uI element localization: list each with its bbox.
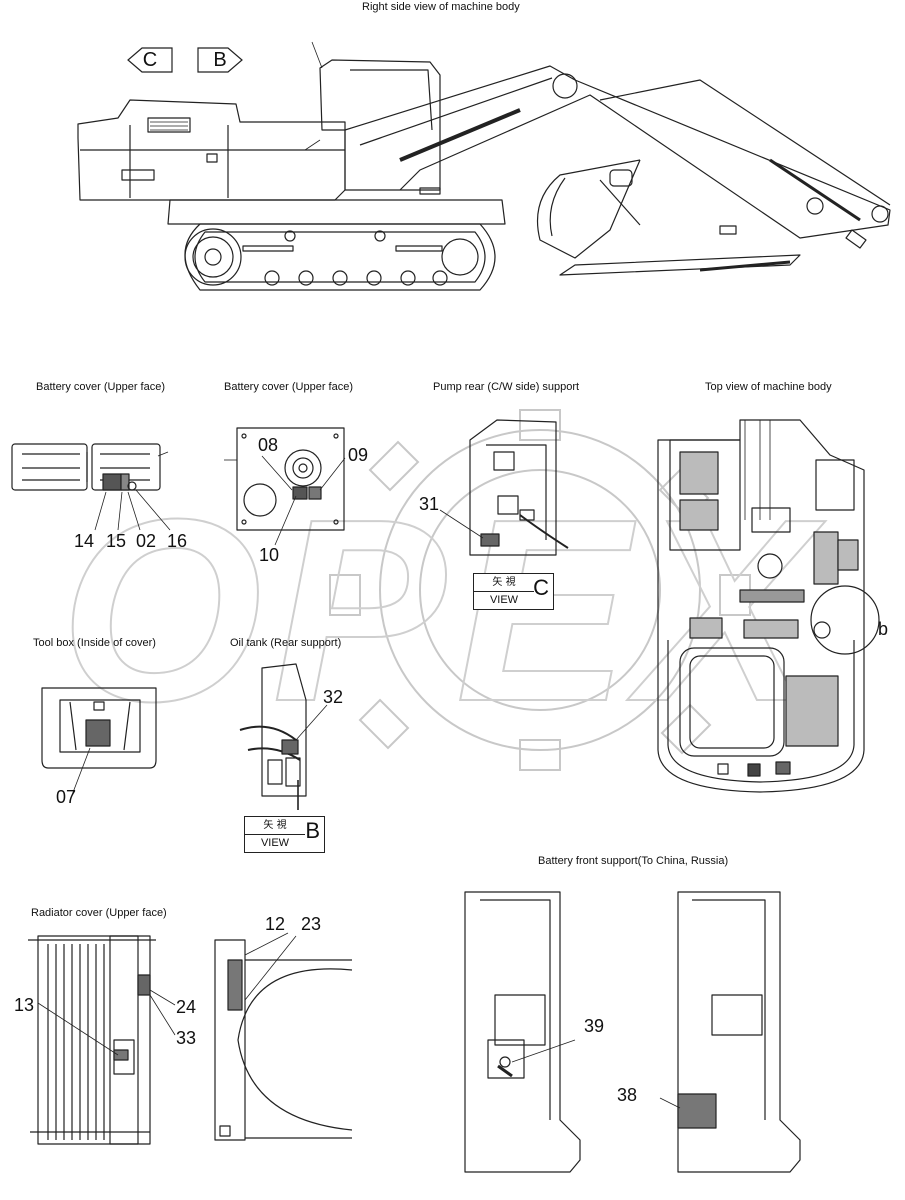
- caption-battery-front: Battery front support(To China, Russia): [538, 855, 729, 867]
- pump-rear-support-drawing: [439, 419, 569, 556]
- callout-b: b: [878, 619, 889, 639]
- view-arrow-c: C: [126, 42, 174, 78]
- top-view-drawing: [657, 419, 880, 793]
- caption-oil-tank: Oil tank (Rear support): [230, 637, 342, 649]
- view-box-c-letter: C: [533, 575, 549, 600]
- callout-12: 12: [265, 914, 286, 934]
- oil-tank-support-drawing: [239, 663, 328, 810]
- callout-38: 38: [617, 1085, 638, 1105]
- caption-pump-rear: Pump rear (C/W side) support: [433, 381, 580, 393]
- view-box-b: 矢 視 VIEW B: [244, 816, 325, 853]
- callout-13: 13: [14, 995, 35, 1015]
- view-box-c-label: VIEW: [489, 594, 519, 606]
- callout-10: 10: [259, 545, 280, 565]
- callout-02: 02: [136, 531, 157, 551]
- radiator-cover-drawing: [28, 932, 353, 1145]
- caption-right-side-view: Right side view of machine body: [362, 1, 520, 13]
- callout-31: 31: [419, 494, 440, 514]
- view-box-b-kanji: 矢 視: [245, 817, 305, 835]
- callout-32: 32: [323, 687, 344, 707]
- callout-24: 24: [176, 997, 197, 1017]
- caption-battery-cover-2: Battery cover (Upper face): [224, 381, 353, 393]
- view-box-b-label: VIEW: [260, 837, 290, 849]
- callout-23: 23: [301, 914, 322, 934]
- callout-33: 33: [176, 1028, 197, 1048]
- battery-front-support-drawing: [464, 891, 801, 1173]
- caption-radiator-cover: Radiator cover (Upper face): [31, 907, 167, 919]
- callout-16: 16: [167, 531, 188, 551]
- battery-cover-2-drawing: [224, 427, 346, 546]
- arrow-letter-c: C: [142, 49, 158, 71]
- callout-07: 07: [56, 787, 77, 807]
- tool-box-drawing: [41, 687, 157, 796]
- view-arrow-b: B: [196, 42, 244, 78]
- callout-14: 14: [74, 531, 95, 551]
- excavator-side-view: [77, 41, 891, 291]
- callout-08: 08: [258, 435, 279, 455]
- caption-top-view: Top view of machine body: [705, 381, 832, 393]
- watermark-gear: [379, 429, 701, 751]
- caption-tool-box: Tool box (Inside of cover): [33, 637, 156, 649]
- view-box-c-kanji: 矢 視: [474, 574, 534, 592]
- view-box-b-letter: B: [305, 818, 320, 843]
- callout-09: 09: [348, 445, 369, 465]
- battery-cover-1-drawing: [11, 443, 171, 531]
- view-box-c: 矢 視 VIEW C: [473, 573, 554, 610]
- arrow-letter-b: B: [213, 49, 227, 71]
- callout-15: 15: [106, 531, 127, 551]
- callout-39: 39: [584, 1016, 605, 1036]
- caption-battery-cover-1: Battery cover (Upper face): [36, 381, 165, 393]
